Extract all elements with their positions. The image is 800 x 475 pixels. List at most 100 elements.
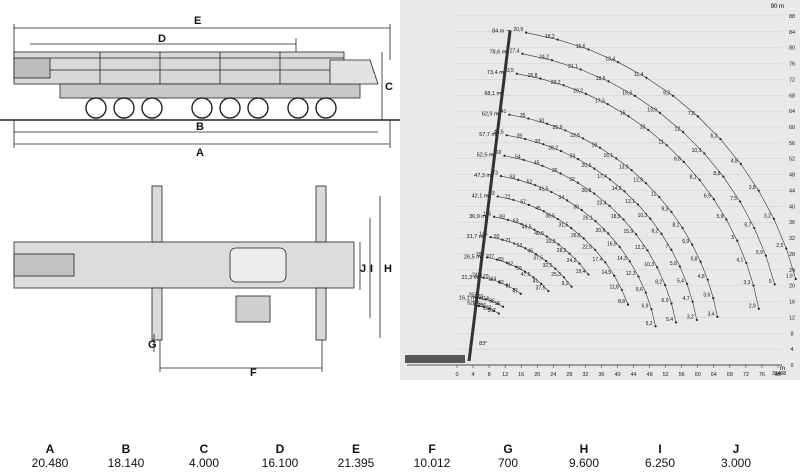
load-value-label: 92 <box>494 234 500 240</box>
y-tick-label: 52 <box>789 157 795 163</box>
boom-length-label: 78,6 m <box>489 50 506 56</box>
x-tick-label: 4 <box>472 372 475 378</box>
load-value-label: 25,9 <box>553 125 563 131</box>
load-value-label: 4,7 <box>683 296 690 302</box>
load-value-label: 1,9 <box>786 274 793 280</box>
load-value-label: 93 <box>489 191 495 197</box>
label-i: I <box>370 263 373 275</box>
load-value-label: 57 <box>520 199 526 205</box>
dimension-value-b: 18.140 <box>107 456 145 470</box>
y-tick-label: 0 <box>790 363 793 369</box>
boom-length-label: 16,1 m <box>459 296 476 302</box>
load-curve <box>500 175 656 327</box>
load-value-label: 9,2 <box>562 281 569 287</box>
boom-body <box>13 51 345 85</box>
load-value-label: 2,9 <box>749 303 756 309</box>
load-curve <box>526 32 796 280</box>
y-tick-label: 80 <box>789 46 795 52</box>
dimension-letter-g: G <box>503 442 513 456</box>
load-value-label: 39 <box>517 133 523 139</box>
dimension-value-g: 700 <box>497 456 519 470</box>
dimension-value-e: 21.395 <box>337 456 375 470</box>
dimension-value-i: 6.250 <box>644 456 676 470</box>
load-value-label: 6,9 <box>704 194 711 200</box>
load-value-label: 186 <box>478 303 487 309</box>
boom-line <box>467 30 512 362</box>
load-value-label: 5,4 <box>677 278 684 284</box>
y-tick-label: 64 <box>789 109 795 115</box>
dimension-value-a: 20.480 <box>31 456 69 470</box>
load-value-label: 19 <box>591 142 597 148</box>
load-value-label: 170 <box>475 294 484 300</box>
curve-point <box>515 72 518 75</box>
boom-length-label: 31,7 m <box>467 234 484 240</box>
dimension-letter-j: J <box>732 442 740 456</box>
load-value-label: 55 <box>516 266 522 272</box>
load-value-label: 10,3 <box>638 213 648 219</box>
x-tick-label: 40 <box>614 372 620 378</box>
load-value-label: 63 <box>513 219 519 225</box>
load-value-label: 26,6 <box>571 233 581 239</box>
boom-length-label: 47,3 m <box>474 173 491 179</box>
driver-cab <box>329 59 379 85</box>
load-value-label: 24,2 <box>539 55 549 61</box>
load-curve <box>478 305 499 314</box>
load-value-label: 8,2 <box>655 280 662 286</box>
y-tick-label: 72 <box>789 77 795 83</box>
load-value-label: 3,4 <box>707 311 714 317</box>
boom-length-label: 36,9 m <box>469 214 486 220</box>
y-tick-label: 12 <box>789 315 795 321</box>
carrier-frame <box>59 83 361 99</box>
y-tick-label: 44 <box>789 188 795 194</box>
load-value-label: 16,3 <box>622 90 632 96</box>
load-value-label: 23,4 <box>597 200 607 206</box>
label-e: E <box>194 15 201 27</box>
load-value-label: 18,6 <box>596 76 606 82</box>
x-tick-label: 8 <box>488 372 491 378</box>
boom-illustration: 83° <box>405 30 512 363</box>
y-tick-label: 88 <box>789 14 795 20</box>
y-tick-label: 36 <box>789 220 795 226</box>
load-value-label: 47 <box>512 288 518 294</box>
curve-point <box>794 277 797 281</box>
load-value-label: 27,4 <box>510 48 520 54</box>
curve-point <box>626 303 630 306</box>
boom-length-label: 21,3 m <box>461 275 478 281</box>
curve-point <box>489 236 492 239</box>
load-curve <box>486 257 549 292</box>
x-tick-label: 16 <box>518 372 524 378</box>
load-value-label: 10,3 <box>644 262 654 268</box>
load-value-label: 5,2 <box>646 321 653 327</box>
load-value-label: 46 <box>527 249 533 255</box>
load-value-label: 18,2 <box>545 34 555 40</box>
load-value-label: 3,2 <box>687 314 694 320</box>
label-h: H <box>384 263 392 275</box>
x-tick-label: 12 <box>502 372 508 378</box>
y-tick-label: 56 <box>789 141 795 147</box>
x-tick-label: 76 <box>759 372 765 378</box>
chart-labels: 84 m78,6 m73,4 m68,1 m62,9 m57,7 m52,5 m… <box>459 28 511 302</box>
crane-carrier-icon <box>405 355 465 363</box>
dimension-value-d: 16.100 <box>261 456 299 470</box>
load-value-label: 9,6 <box>674 156 681 162</box>
y-tick-label: 76 <box>789 62 795 68</box>
load-value-label: 13,9 <box>619 165 629 171</box>
load-curve <box>509 114 718 317</box>
load-value-label: 41 <box>501 109 507 115</box>
load-value-label: 18,9 <box>611 214 621 220</box>
load-value-label: 3,3 <box>744 280 751 286</box>
load-curve <box>479 297 504 307</box>
curve-point <box>501 305 505 308</box>
load-value-label: 12,1 <box>625 199 635 205</box>
load-value-label: 3,8 <box>749 185 756 191</box>
label-b: B <box>196 121 204 133</box>
load-value-label: 5,9 <box>756 250 763 256</box>
load-value-label: 61 <box>505 284 511 290</box>
load-value-label: 28,5 <box>557 248 567 254</box>
y-tick-label: 40 <box>789 204 795 210</box>
x-tick-label: 20 <box>534 372 540 378</box>
load-value-label: 11,4 <box>634 72 644 78</box>
y-tick-label: 48 <box>789 173 795 179</box>
curve-point <box>716 315 719 318</box>
load-value-label: 7,5 <box>730 196 737 202</box>
